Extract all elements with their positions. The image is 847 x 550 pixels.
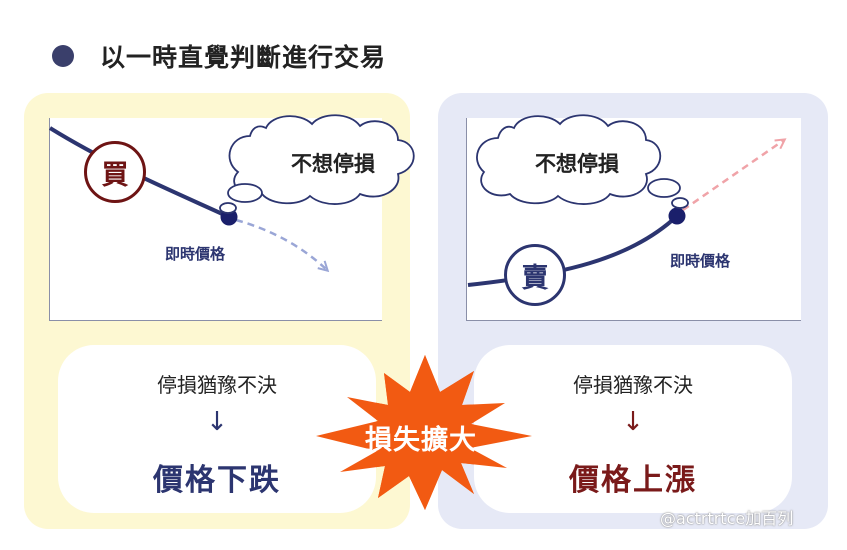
right-price-label: 即時價格 xyxy=(670,252,731,270)
buy-badge: 買 xyxy=(84,141,146,203)
right-result-text: 價格上漲 xyxy=(569,463,697,498)
left-hesitate-text: 停損猶豫不決 xyxy=(157,373,277,397)
bullet-icon xyxy=(52,45,74,67)
right-hesitate-text: 停損猶豫不決 xyxy=(573,373,693,397)
right-thought-cloud xyxy=(476,114,689,209)
left-price-label: 即時價格 xyxy=(165,245,226,263)
left-thought-text: 不想停損 xyxy=(291,152,375,176)
right-down-arrow-icon: ↓ xyxy=(622,407,644,437)
burst-text: 損失擴大 xyxy=(365,425,477,456)
right-thought-text: 不想停損 xyxy=(535,152,619,176)
right-info-box: 停損猶豫不決 ↓ 價格上漲 xyxy=(474,345,792,513)
watermark: @actrtrtce加百列 xyxy=(660,509,794,528)
right-price-line xyxy=(467,214,679,287)
section-header: 以一時直覺判斷進行交易 xyxy=(52,36,386,76)
page-title: 以一時直覺判斷進行交易 xyxy=(100,43,387,72)
left-info-box: 停損猶豫不決 ↓ 價格下跌 xyxy=(58,345,376,513)
right-trend-arrow xyxy=(682,140,784,212)
sell-badge: 賣 xyxy=(504,244,566,306)
left-trend-arrow xyxy=(235,218,327,270)
left-down-arrow-icon: ↓ xyxy=(206,407,228,437)
right-current-point xyxy=(668,207,686,225)
left-thought-cloud xyxy=(219,114,415,214)
left-result-text: 價格下跌 xyxy=(153,463,281,498)
